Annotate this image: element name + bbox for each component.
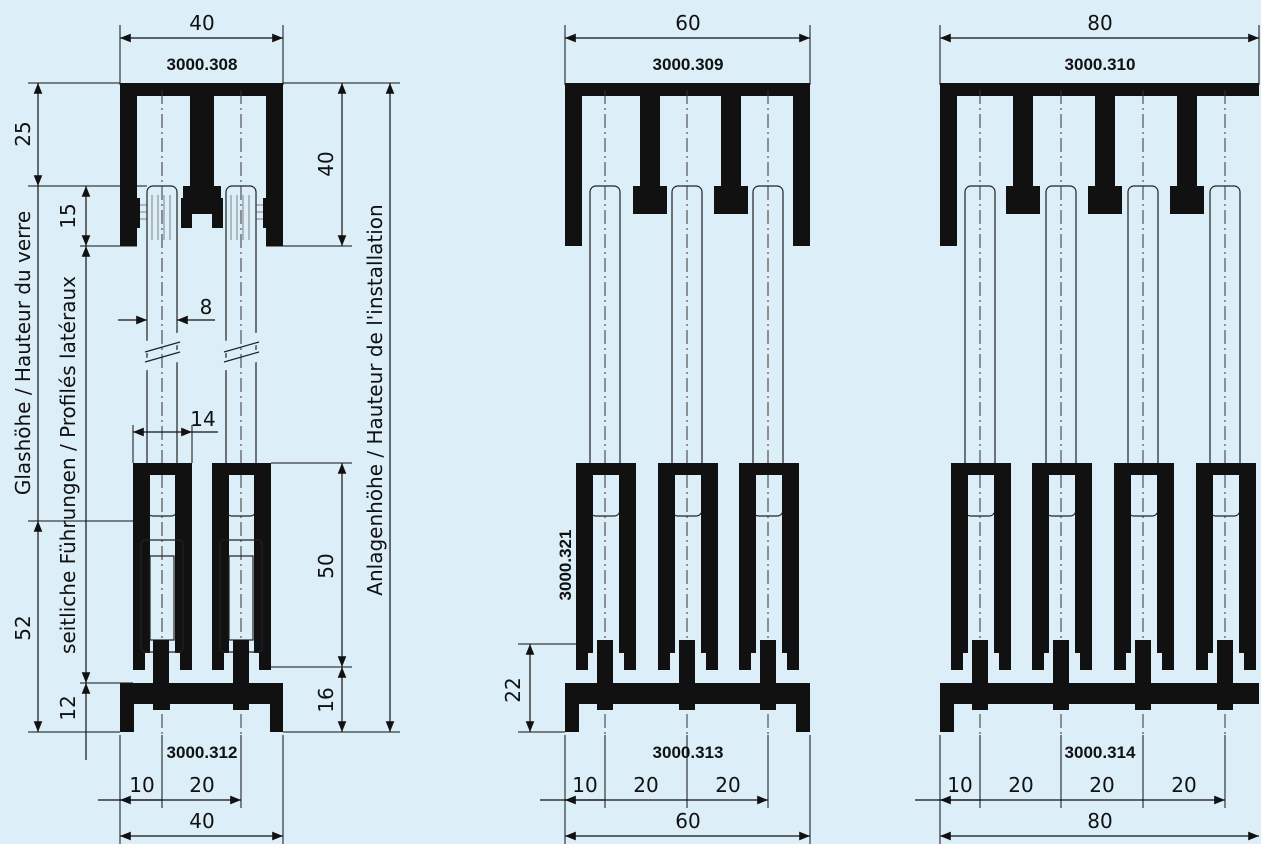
top-profile-3	[940, 83, 1259, 246]
label-side-guides: seitliche Führungen / Profilés latéraux	[56, 276, 80, 654]
bottom-profile-code-2: 3000.313	[653, 743, 724, 762]
dim-16: 16	[314, 687, 338, 712]
top-profile-code-2: 3000.309	[653, 55, 724, 74]
brush-seals-1	[129, 198, 274, 228]
dim-bottom-width-1: 40	[189, 809, 214, 833]
dim-bottom-width-3: 80	[1087, 809, 1112, 833]
top-profile-1	[120, 83, 283, 246]
bottom-profile-2	[565, 683, 810, 732]
assembly-3: 80 3000.310 3000.314	[915, 11, 1260, 844]
dim-40-height: 40	[314, 151, 338, 176]
dim-spacing-20-1: 20	[189, 773, 214, 797]
dim-top-width-1: 40	[189, 11, 214, 35]
bottom-profile-code-1: 3000.312	[167, 743, 238, 762]
carriages-2	[576, 463, 799, 690]
side-profile-code-2: 3000.321	[556, 530, 575, 601]
carriages-1	[133, 463, 271, 690]
assembly-1: 40 3000.308	[11, 11, 400, 844]
dim-22: 22	[501, 677, 525, 702]
dim-14: 14	[190, 407, 215, 431]
top-profile-code-3: 3000.310	[1065, 55, 1136, 74]
carriages-3	[951, 463, 1256, 690]
bottom-profile-3	[940, 683, 1259, 732]
dim-12: 12	[56, 695, 80, 720]
dim-spacing-3-2: 20	[1089, 773, 1114, 797]
dim-spacing-2-0: 10	[572, 773, 597, 797]
dim-top-width-3: 80	[1087, 11, 1112, 35]
label-glass-height: Glashöhe / Hauteur du verre	[11, 211, 35, 495]
dim-spacing-2-1: 20	[633, 773, 658, 797]
top-profile-code-1: 3000.308	[167, 55, 238, 74]
dim-spacing-3-1: 20	[1008, 773, 1033, 797]
bottom-profile-1	[120, 683, 283, 732]
dim-bottom-width-2: 60	[675, 809, 700, 833]
dim-top-width-2: 60	[675, 11, 700, 35]
bottom-profile-code-3: 3000.314	[1065, 743, 1136, 762]
dim-52: 52	[11, 615, 35, 640]
assembly-2: 60 3000.309 3000.313 3000.321 22	[501, 11, 811, 844]
dim-50: 50	[314, 553, 338, 578]
dim-spacing-10-1: 10	[129, 773, 154, 797]
dim-8: 8	[200, 295, 213, 319]
dim-spacing-3-0: 10	[947, 773, 972, 797]
dim-spacing-3-3: 20	[1171, 773, 1196, 797]
dim-spacing-2-2: 20	[715, 773, 740, 797]
dim-25: 25	[11, 121, 35, 146]
dim-15: 15	[56, 203, 80, 228]
label-install-height: Anlagenhöhe / Hauteur de l'installation	[363, 204, 387, 595]
